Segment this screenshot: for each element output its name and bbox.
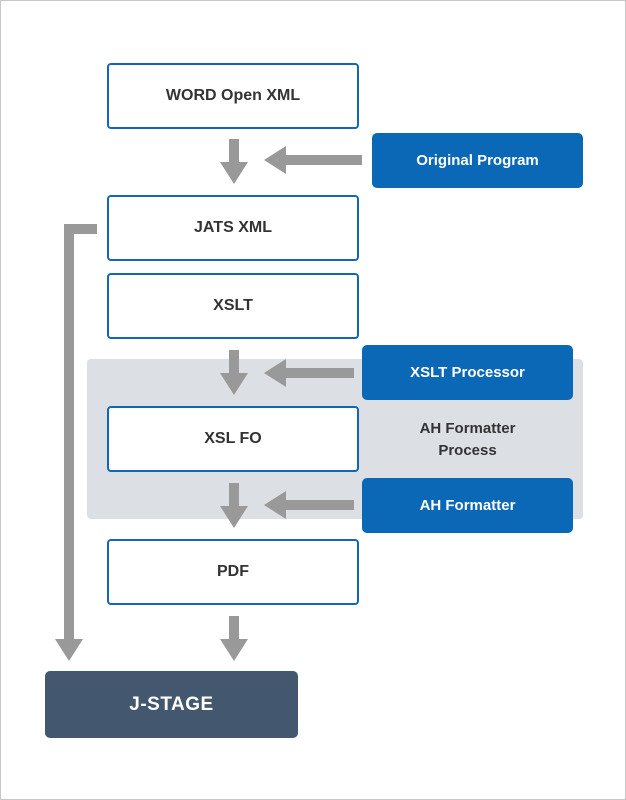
arrow-down-pdf-to-jstage [220, 616, 248, 661]
step-word-label: WORD Open XML [165, 87, 301, 104]
step-jats-label: JATS XML [194, 219, 272, 236]
arrow-left-original-program [264, 146, 362, 174]
arrow-down-word-to-jats [220, 139, 248, 184]
arrow-left-xslt-processor [264, 359, 354, 387]
group-label: AH Formatter Process [385, 418, 550, 462]
group-label-line-1: AH Formatter [419, 420, 516, 437]
step-word-open-xml: WORD Open XML [107, 63, 359, 129]
step-jats-xml: JATS XML [107, 195, 359, 261]
tool-original-program-label: Original Program [416, 152, 539, 169]
tool-xslt-processor: XSLT Processor [362, 345, 573, 400]
tool-xslt-processor-label: XSLT Processor [410, 364, 525, 381]
tool-original-program: Original Program [372, 133, 583, 188]
tool-ah-formatter-label: AH Formatter [419, 497, 516, 514]
step-xslfo-label: XSL FO [204, 430, 262, 447]
step-pdf-label: PDF [217, 563, 249, 580]
step-xslt-label: XSLT [213, 297, 253, 314]
step-pdf: PDF [107, 539, 359, 605]
arrow-jats-to-jstage [55, 224, 97, 661]
group-label-line-2: Process [438, 442, 497, 459]
step-xslt: XSLT [107, 273, 359, 339]
step-xsl-fo: XSL FO [107, 406, 359, 472]
tool-ah-formatter: AH Formatter [362, 478, 573, 533]
output-j-stage: J-STAGE [45, 671, 298, 738]
output-jstage-label: J-STAGE [129, 693, 214, 715]
arrow-down-xslt-to-xslfo [220, 350, 248, 395]
arrow-left-ah-formatter [264, 491, 354, 519]
arrow-down-xslfo-to-pdf [220, 483, 248, 528]
